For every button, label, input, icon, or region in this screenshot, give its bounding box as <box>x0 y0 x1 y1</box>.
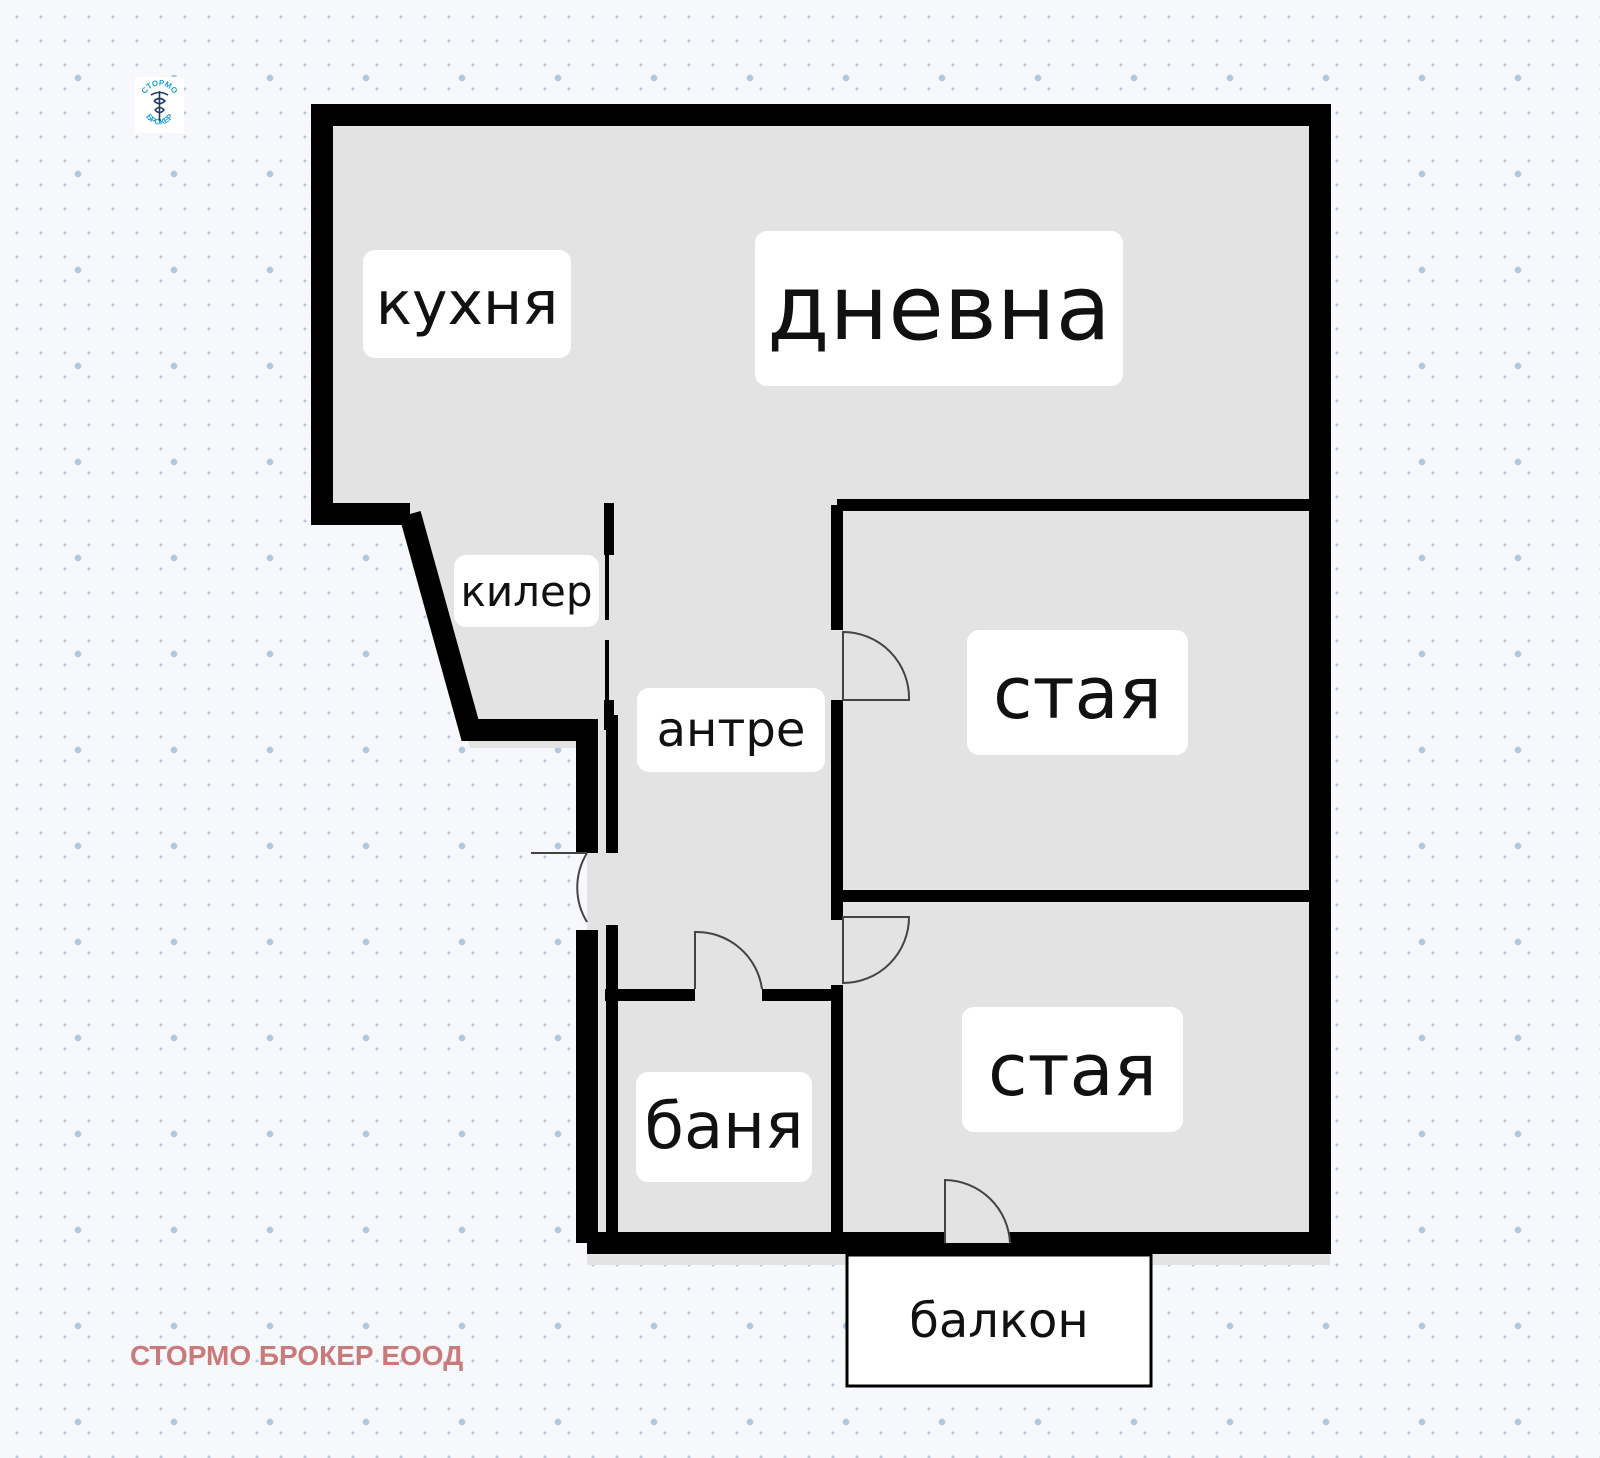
label-hallway: антре <box>637 688 825 772</box>
label-living-room: дневна <box>755 231 1123 386</box>
door-room1 <box>842 630 911 701</box>
doors <box>531 630 1011 1244</box>
company-logo: СТОРМО БРОКЕР <box>135 77 184 133</box>
balcony <box>845 1253 1153 1388</box>
label-pantry: килер <box>454 555 599 627</box>
label-bathroom: баня <box>636 1072 812 1182</box>
caduceus-icon <box>150 91 169 121</box>
floor-area <box>311 104 1330 1265</box>
label-room-2: стая <box>962 1007 1183 1132</box>
label-balcony: балкон <box>909 1292 1089 1349</box>
company-name: СТОРМО БРОКЕР ЕООД <box>130 1340 464 1371</box>
door-room2 <box>842 916 911 985</box>
label-room-1: стая <box>967 630 1188 755</box>
door-entrance <box>576 852 588 923</box>
inner-walls <box>605 499 1320 1243</box>
door-bath <box>694 930 763 990</box>
outer-walls <box>311 104 1331 1254</box>
label-kitchen: кухня <box>363 250 571 358</box>
door-balcony <box>944 1178 1011 1244</box>
